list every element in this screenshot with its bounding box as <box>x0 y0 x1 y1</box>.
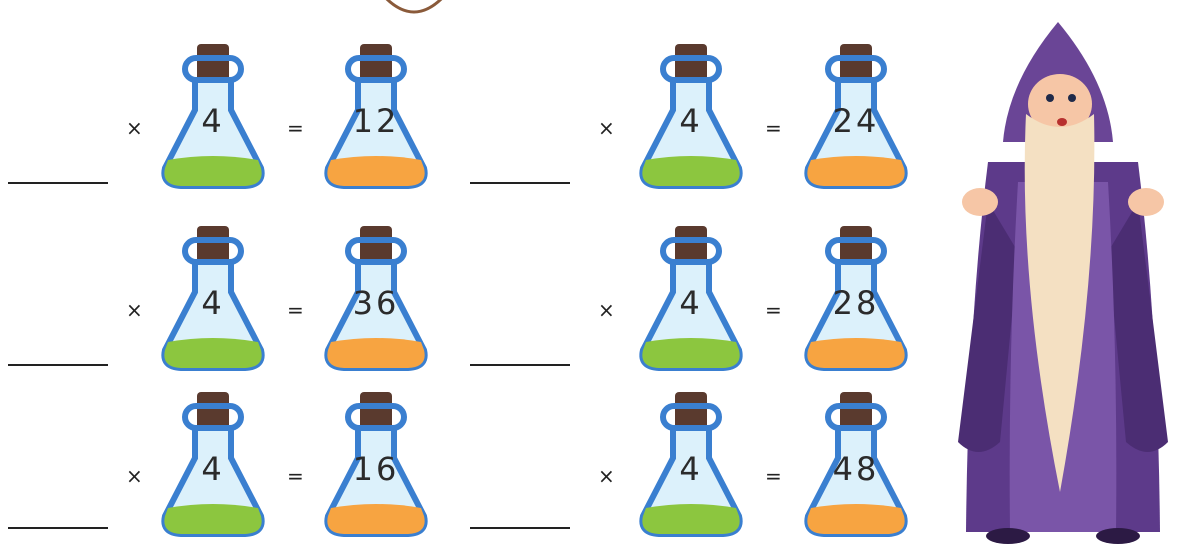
multiply-sign: × <box>598 464 615 488</box>
multiplier-flask: 4 <box>157 222 269 372</box>
product-flask: 24 <box>800 40 912 190</box>
product-value: 48 <box>832 450 880 488</box>
product-value: 16 <box>352 450 400 488</box>
multiplier-flask: 4 <box>157 40 269 190</box>
multiply-sign: × <box>598 116 615 140</box>
answer-blank[interactable] <box>470 364 570 366</box>
wizard-illustration <box>958 22 1168 544</box>
multiplier-value: 4 <box>201 450 225 488</box>
equals-sign: = <box>765 116 782 140</box>
product-flask: 36 <box>320 222 432 372</box>
multiplier-value: 4 <box>679 102 703 140</box>
equals-sign: = <box>287 298 304 322</box>
answer-blank[interactable] <box>470 527 570 529</box>
answer-blank[interactable] <box>8 527 108 529</box>
product-flask: 48 <box>800 388 912 538</box>
multiplier-value: 4 <box>201 102 225 140</box>
multiplier-flask: 4 <box>635 40 747 190</box>
multiplier-flask: 4 <box>157 388 269 538</box>
answer-blank[interactable] <box>8 182 108 184</box>
multiplier-flask: 4 <box>635 388 747 538</box>
decorative-arc <box>385 0 443 14</box>
equals-sign: = <box>287 116 304 140</box>
product-value: 12 <box>352 102 400 140</box>
product-flask: 16 <box>320 388 432 538</box>
multiplier-value: 4 <box>679 450 703 488</box>
product-value: 36 <box>352 284 400 322</box>
answer-blank[interactable] <box>8 364 108 366</box>
product-value: 24 <box>832 102 880 140</box>
product-flask: 12 <box>320 40 432 190</box>
product-value: 28 <box>832 284 880 322</box>
multiply-sign: × <box>126 298 143 322</box>
equals-sign: = <box>765 464 782 488</box>
answer-blank[interactable] <box>470 182 570 184</box>
product-flask: 28 <box>800 222 912 372</box>
multiplier-flask: 4 <box>635 222 747 372</box>
equals-sign: = <box>287 464 304 488</box>
equals-sign: = <box>765 298 782 322</box>
multiply-sign: × <box>126 116 143 140</box>
multiply-sign: × <box>126 464 143 488</box>
multiplier-value: 4 <box>679 284 703 322</box>
multiply-sign: × <box>598 298 615 322</box>
multiplier-value: 4 <box>201 284 225 322</box>
